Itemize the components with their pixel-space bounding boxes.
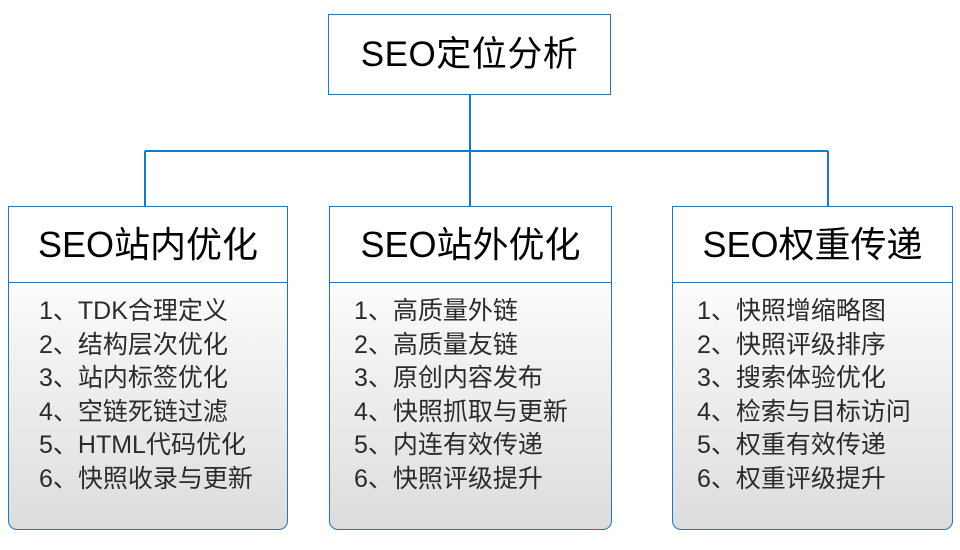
list-item: 5、内连有效传递 — [354, 431, 543, 459]
branch-header-3[interactable]: SEO权重传递 — [672, 206, 953, 283]
list-item: 1、快照增缩略图 — [697, 297, 886, 325]
list-item: 4、快照抓取与更新 — [354, 397, 568, 426]
list-item: 3、原创内容发布 — [354, 364, 543, 392]
list-item: 2、结构层次优化 — [39, 330, 228, 359]
list-item: 6、权重评级提升 — [697, 464, 886, 493]
branch-column-2: SEO站外优化 1、高质量外链 2、高质量友链 3、原创内容发布 4、快照抓取与… — [329, 206, 612, 530]
branch-header-label-2: SEO站外优化 — [360, 223, 581, 265]
list-item: 3、站内标签优化 — [39, 364, 228, 392]
branch-column-1: SEO站内优化 1、TDK合理定义 2、结构层次优化 3、站内标签优化 4、空链… — [8, 206, 288, 530]
list-item: 3、搜索体验优化 — [697, 364, 886, 392]
list-item: 5、权重有效传递 — [697, 431, 886, 459]
list-item: 4、检索与目标访问 — [697, 397, 911, 426]
root-node[interactable]: SEO定位分析 — [328, 14, 611, 95]
branch-header-1[interactable]: SEO站内优化 — [8, 206, 288, 283]
root-node-label: SEO定位分析 — [360, 35, 579, 74]
branch-item-list-1: 1、TDK合理定义 2、结构层次优化 3、站内标签优化 4、空链死链过滤 5、H… — [8, 283, 288, 530]
branch-header-2[interactable]: SEO站外优化 — [329, 206, 612, 283]
list-item: 6、快照评级提升 — [354, 464, 543, 493]
branch-column-3: SEO权重传递 1、快照增缩略图 2、快照评级排序 3、搜索体验优化 4、检索与… — [672, 206, 953, 530]
list-item: 6、快照收录与更新 — [39, 464, 253, 493]
list-item: 5、HTML代码优化 — [39, 431, 246, 459]
list-item: 1、TDK合理定义 — [39, 297, 228, 325]
list-item: 2、高质量友链 — [354, 330, 518, 359]
branch-item-list-2: 1、高质量外链 2、高质量友链 3、原创内容发布 4、快照抓取与更新 5、内连有… — [329, 283, 612, 530]
branch-header-label-1: SEO站内优化 — [37, 223, 259, 265]
list-item: 4、空链死链过滤 — [39, 397, 228, 426]
branch-item-list-3: 1、快照增缩略图 2、快照评级排序 3、搜索体验优化 4、检索与目标访问 5、权… — [672, 283, 953, 530]
list-item: 1、高质量外链 — [354, 297, 518, 325]
branch-header-label-3: SEO权重传递 — [702, 223, 923, 265]
list-item: 2、快照评级排序 — [697, 330, 886, 359]
